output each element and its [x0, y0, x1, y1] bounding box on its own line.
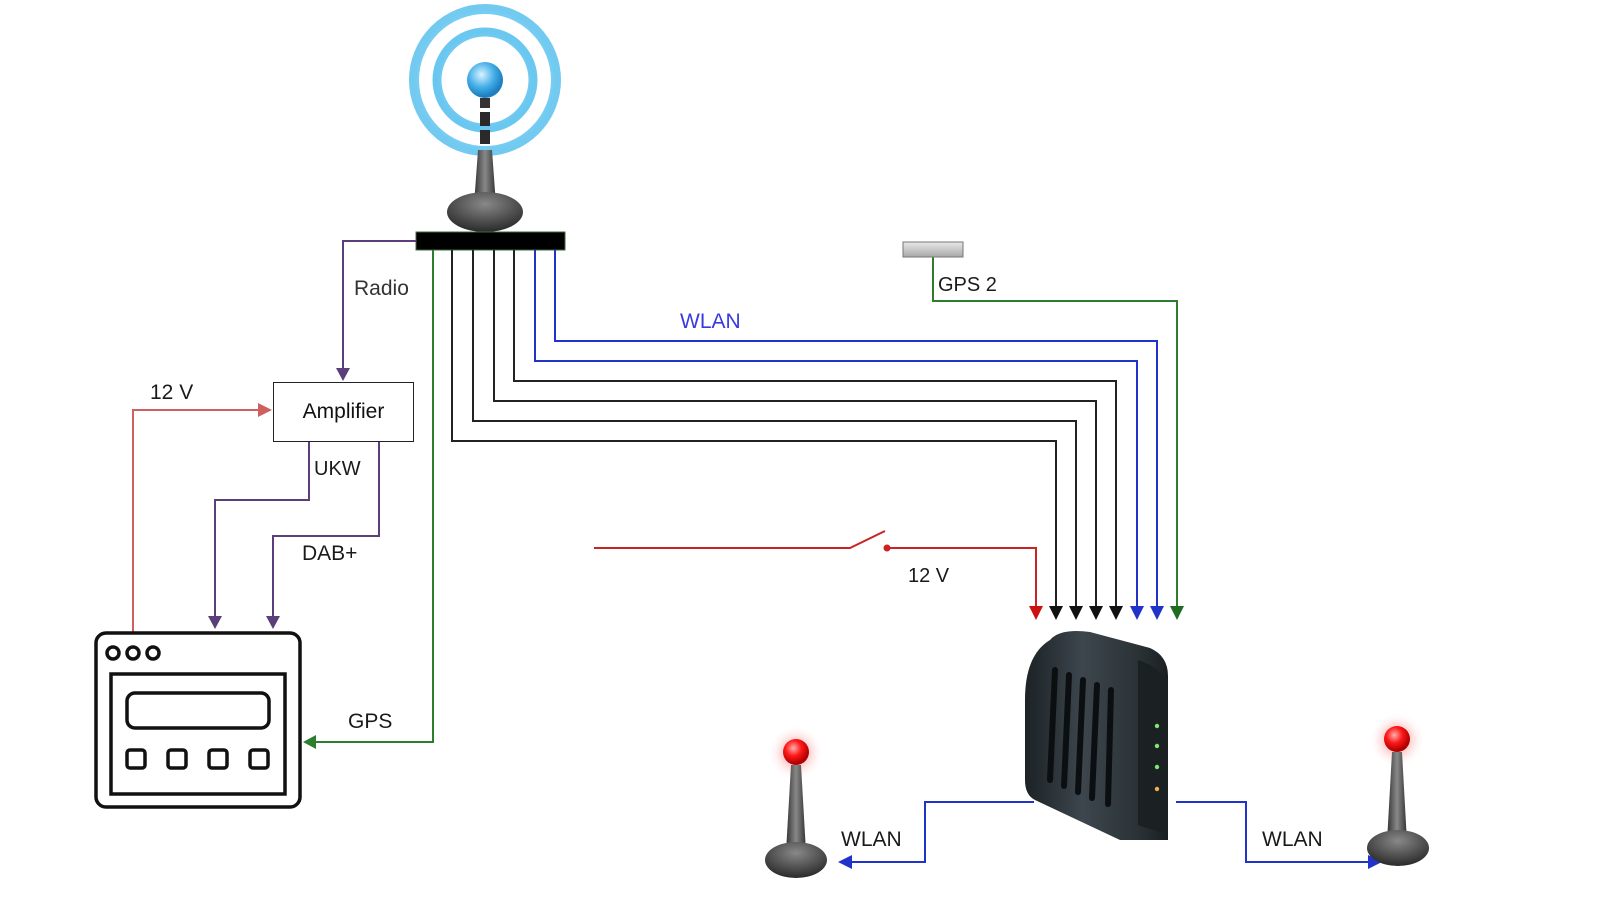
- wire-12v-switch-out: [887, 547, 1037, 606]
- arrow-12v-router: [1029, 606, 1043, 620]
- wire-wlan-right: [1176, 801, 1368, 863]
- arrow-wlan-right: [1368, 855, 1382, 869]
- wire-gps: [312, 250, 434, 743]
- car-radio-icon: [94, 631, 302, 809]
- amplifier-label: Amplifier: [302, 400, 385, 423]
- wire-lte-1: [451, 250, 1057, 606]
- label-wlan-left: WLAN: [841, 828, 902, 851]
- label-gps: GPS: [348, 710, 393, 733]
- arrow-lte-3: [1089, 606, 1103, 620]
- router-input-arrows: [1029, 606, 1184, 620]
- wire-lte-2: [472, 250, 1077, 606]
- wifi-antenna-right-icon: [1367, 712, 1429, 866]
- label-dab: DAB+: [302, 542, 358, 565]
- wire-radio: [342, 240, 416, 370]
- wifi-antenna-left-icon: [765, 725, 827, 878]
- arrow-lte-1: [1049, 606, 1063, 620]
- switch-icon: [883, 544, 891, 552]
- arrow-wlan-left: [838, 855, 852, 869]
- wire-12v-switch-in: [594, 530, 886, 549]
- wire-ukw: [214, 441, 310, 618]
- amplifier-box: Amplifier: [273, 382, 414, 442]
- wire-dab: [272, 441, 380, 618]
- label-radio: Radio: [354, 277, 409, 300]
- arrow-wlan-2: [1150, 606, 1164, 620]
- wire-wlan-left: [852, 801, 1034, 863]
- label-ukw: UKW: [314, 458, 361, 480]
- modem-router-icon: [1025, 631, 1168, 840]
- arrow-radio: [336, 368, 350, 381]
- radio-tower-icon: [409, 4, 561, 232]
- label-12v-amp: 12 V: [150, 381, 194, 404]
- arrow-12v-amp: [258, 403, 272, 417]
- arrow-wlan-1: [1130, 606, 1144, 620]
- wire-wlan-2: [554, 250, 1158, 606]
- arrow-lte-4: [1109, 606, 1123, 620]
- wire-12v-amp: [132, 409, 262, 632]
- wire-lte-4: [513, 250, 1117, 606]
- arrow-lte-2: [1069, 606, 1083, 620]
- label-wlan-right: WLAN: [1262, 828, 1323, 851]
- arrow-gps: [303, 735, 316, 749]
- arrow-gps2: [1170, 606, 1184, 620]
- gps-antenna-icon: [902, 241, 964, 258]
- label-12v-switch: 12 V: [908, 565, 950, 587]
- arrow-dab: [266, 616, 280, 629]
- label-gps2: GPS 2: [938, 274, 997, 296]
- wire-gps2: [932, 257, 1178, 606]
- arrow-ukw: [208, 616, 222, 629]
- wire-lte-3: [493, 250, 1097, 606]
- label-wlan-top: WLAN: [680, 310, 741, 333]
- antenna-connector-bar: [415, 231, 566, 251]
- wire-wlan-1: [534, 250, 1138, 606]
